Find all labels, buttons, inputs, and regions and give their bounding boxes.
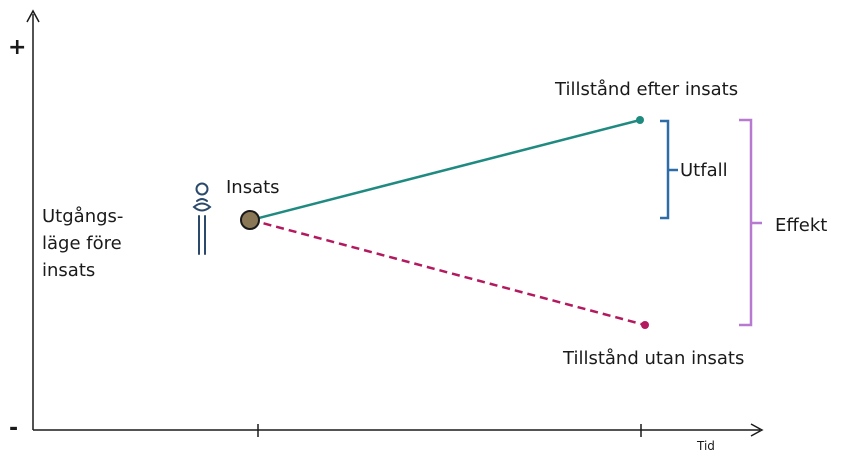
effect-label: Effekt <box>775 215 827 236</box>
x-axis-label: Tid <box>696 439 715 453</box>
x-axis-arrowhead <box>750 423 764 437</box>
y-axis-minus: - <box>9 416 18 441</box>
intervention-label: Insats <box>226 177 280 198</box>
effect-bracket <box>739 118 762 327</box>
without-intervention-line <box>250 218 646 327</box>
outcome-label: Utfall <box>680 160 728 181</box>
person-icon <box>192 182 212 255</box>
outcome-bracket <box>660 119 678 220</box>
state-without-point <box>641 321 649 329</box>
baseline-label-line1: Utgångs- <box>42 206 123 227</box>
with-intervention-line <box>250 118 641 222</box>
state-after-point <box>636 116 644 124</box>
state-after-label: Tillstånd efter insats <box>554 79 738 100</box>
y-axis-plus: + <box>8 35 26 60</box>
y-axis-arrowhead <box>26 9 40 23</box>
state-without-label: Tillstånd utan insats <box>562 348 744 369</box>
intervention-point <box>240 210 260 230</box>
baseline-label-line3: insats <box>42 260 95 281</box>
baseline-label-line2: läge före <box>42 233 122 254</box>
